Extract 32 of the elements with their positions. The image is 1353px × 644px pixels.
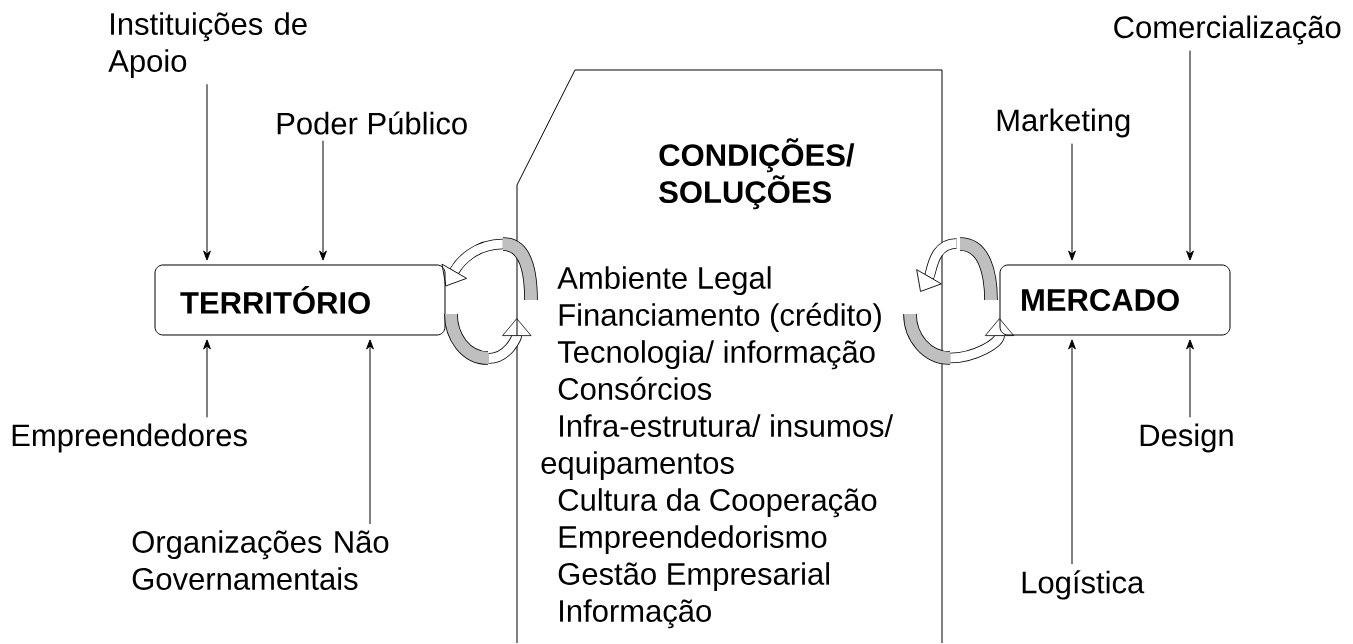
arrow bbox=[1068, 339, 1076, 565]
arrow bbox=[1186, 50, 1194, 261]
list-item: Empreendedorismo bbox=[559, 525, 827, 555]
cycle-arrow bbox=[949, 318, 1015, 364]
label: Poder Público bbox=[277, 111, 467, 135]
label: Design bbox=[1140, 423, 1233, 453]
arrow bbox=[1186, 339, 1194, 418]
cycle-arrow bbox=[488, 318, 532, 364]
list-item: Ambiente Legal bbox=[557, 266, 771, 296]
list-item: Infra-estrutura/ insumos/ equipamentos bbox=[541, 414, 894, 481]
arrow bbox=[203, 339, 211, 418]
list-item: Cultura da Cooperação bbox=[558, 488, 877, 518]
list-item: Gestão Empresarial bbox=[558, 562, 829, 592]
label: Empreendedores bbox=[12, 423, 247, 453]
arrow bbox=[319, 140, 327, 261]
arrow bbox=[203, 83, 211, 261]
cycle-arrow bbox=[441, 238, 504, 287]
heading: CONDIÇÕES/ SOLUÇÕES bbox=[659, 138, 855, 210]
list-item: Informação bbox=[560, 599, 711, 629]
label: Logística bbox=[1022, 570, 1145, 600]
label: Organizações Não Governamentais bbox=[132, 530, 389, 590]
rounded-box: MERCADO bbox=[999, 264, 1231, 336]
label: Comercialização bbox=[1114, 15, 1341, 45]
list-item: Financiamento (crédito) bbox=[559, 302, 881, 333]
rounded-box: TERRITÓRIO bbox=[154, 264, 446, 336]
list-item: Tecnologia/ informação bbox=[557, 340, 875, 370]
arrow bbox=[366, 339, 374, 525]
label: Instituições de Apoio bbox=[108, 12, 307, 79]
list-item: Consórcios bbox=[558, 376, 712, 400]
label: Marketing bbox=[997, 108, 1130, 138]
cycle-arrow bbox=[916, 238, 958, 292]
arrow bbox=[1068, 143, 1076, 261]
